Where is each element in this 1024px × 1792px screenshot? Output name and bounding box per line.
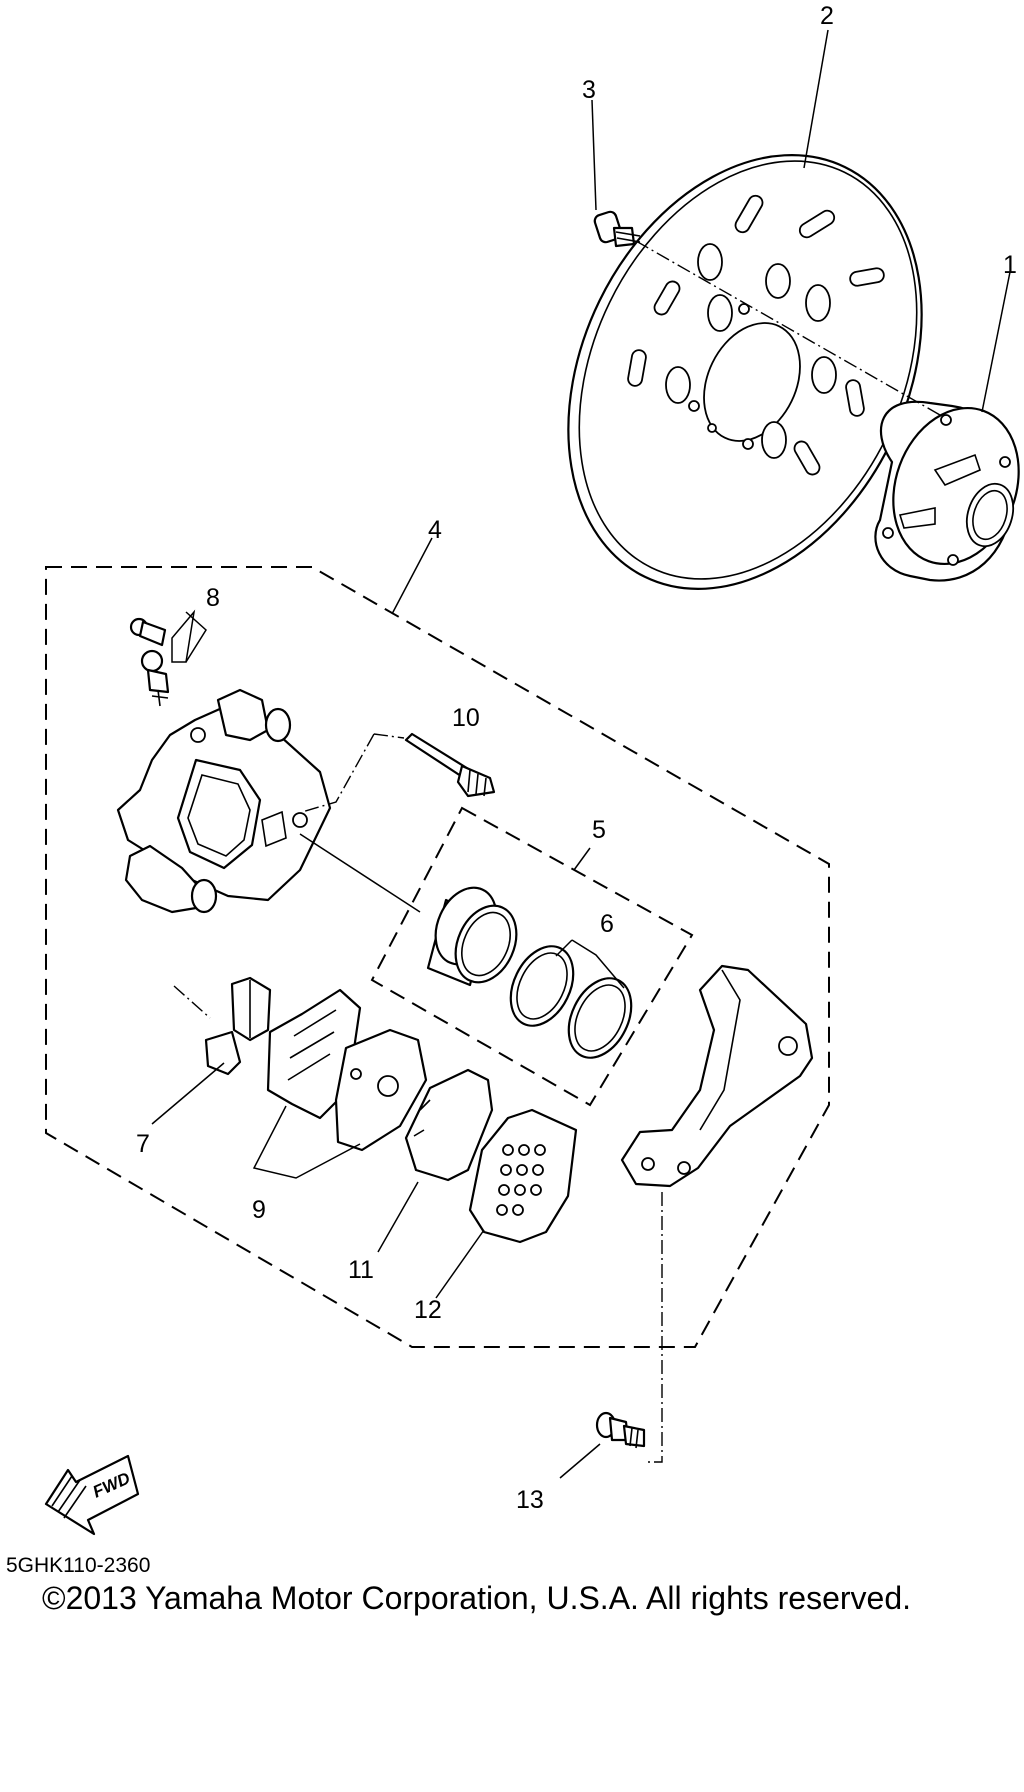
flange-bolt-icon bbox=[595, 1411, 646, 1449]
callout-9: 9 bbox=[252, 1196, 266, 1224]
callout-11: 11 bbox=[348, 1256, 374, 1284]
callout-1: 1 bbox=[1003, 251, 1017, 279]
piston-icon bbox=[426, 886, 518, 987]
pad-support-icon bbox=[468, 1108, 578, 1244]
brake-disc-icon bbox=[567, 154, 923, 590]
shim-icon bbox=[404, 1068, 494, 1182]
bleed-screw-icon bbox=[129, 617, 170, 707]
caliper-assembly-outline bbox=[45, 566, 830, 1348]
brake-pad-icon bbox=[266, 988, 428, 1152]
piston-kit-outline bbox=[370, 806, 694, 1107]
callout-4: 4 bbox=[428, 516, 442, 544]
caliper-bracket-icon bbox=[620, 964, 814, 1188]
callout-13: 13 bbox=[516, 1486, 544, 1514]
hub-icon bbox=[874, 400, 1020, 582]
callout-10: 10 bbox=[452, 704, 480, 732]
seal-ring-icon bbox=[509, 945, 633, 1059]
copyright-notice: ©2013 Yamaha Motor Corporation, U.S.A. A… bbox=[42, 1580, 911, 1616]
forward-arrow-icon: FWD bbox=[44, 1454, 140, 1536]
callout-6: 6 bbox=[600, 910, 614, 938]
callout-8: 8 bbox=[206, 584, 220, 612]
pad-pin-icon bbox=[404, 732, 496, 798]
caliper-body-icon bbox=[116, 688, 332, 914]
callout-3: 3 bbox=[582, 76, 596, 104]
callout-2: 2 bbox=[820, 2, 834, 30]
callout-12: 12 bbox=[414, 1296, 442, 1324]
bolt-icon bbox=[593, 210, 641, 248]
pad-spring-icon bbox=[204, 976, 272, 1076]
diagram-code: 5GHK110-2360 bbox=[6, 1554, 150, 1577]
callout-5: 5 bbox=[592, 816, 606, 844]
callout-7: 7 bbox=[136, 1130, 150, 1158]
